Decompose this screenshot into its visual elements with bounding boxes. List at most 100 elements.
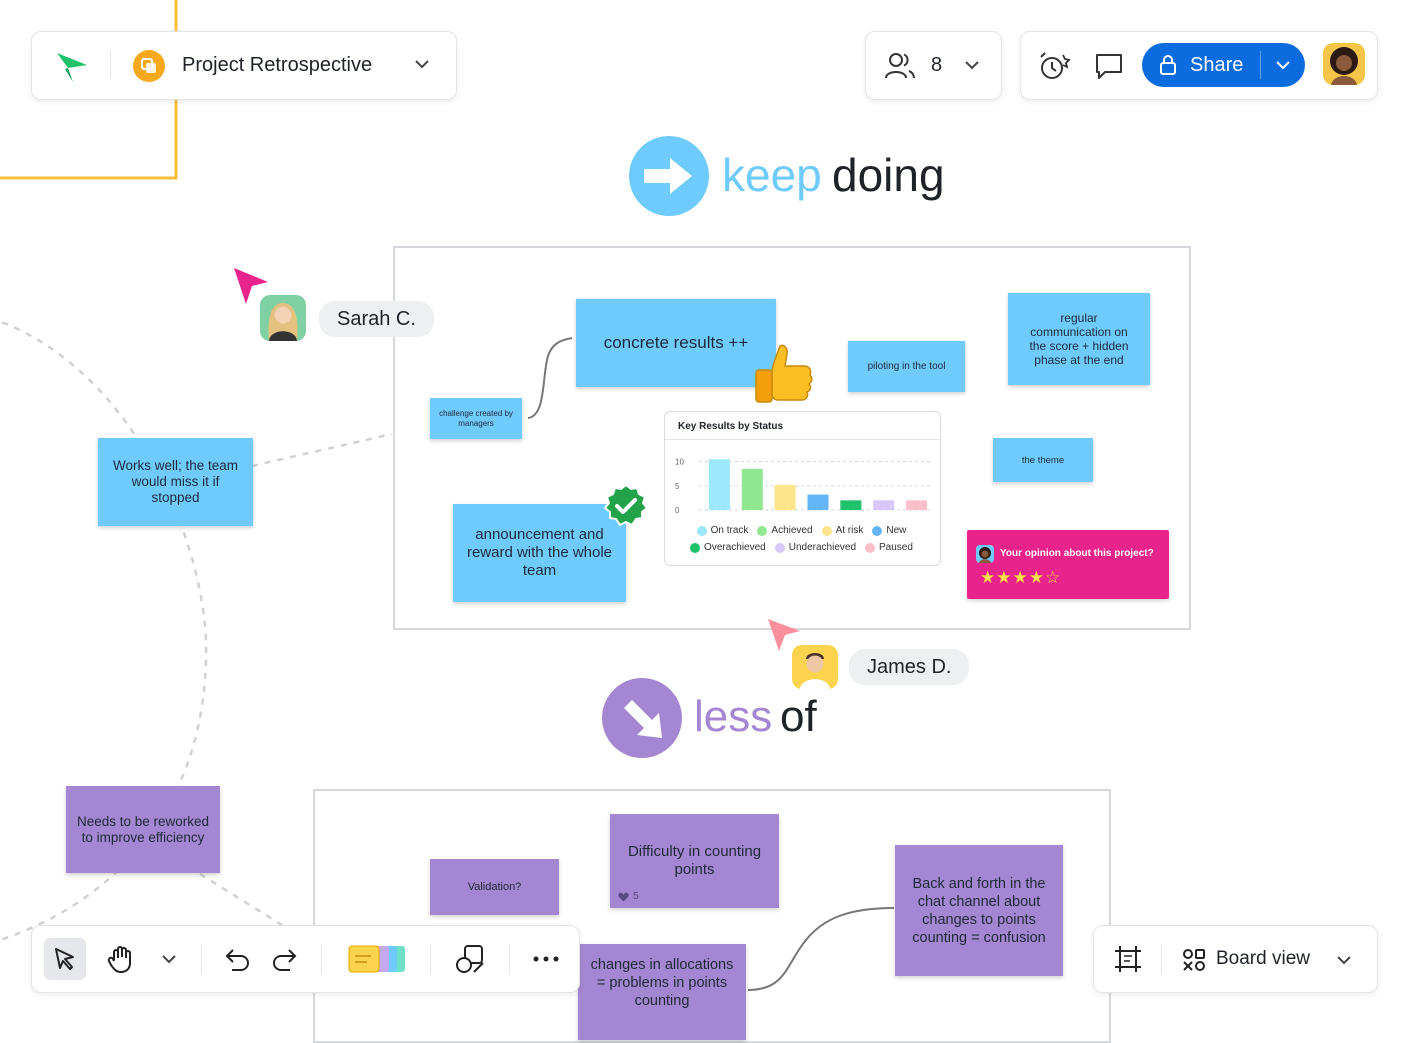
chart-bar[interactable] — [906, 500, 928, 510]
chart-legend-item: Paused — [865, 540, 913, 556]
more-tools-button[interactable] — [528, 942, 564, 976]
sticky-theme[interactable]: the theme — [993, 438, 1093, 482]
project-dropdown-chevron-icon[interactable] — [412, 54, 432, 79]
board-view-chevron-icon — [1337, 956, 1351, 965]
chevron-down-icon — [162, 955, 176, 964]
timer-icon[interactable] — [1037, 49, 1071, 88]
sticky-concrete-results[interactable]: concrete results ++ — [576, 299, 776, 387]
sticky-text: Works well; the team would miss it if st… — [112, 458, 239, 505]
users-icon — [884, 50, 916, 87]
star-filled-icon[interactable]: ★ — [996, 568, 1013, 587]
sticky-difficulty[interactable]: Difficulty in counting points 5 — [610, 814, 779, 908]
star-empty-icon[interactable]: ☆ — [1045, 568, 1062, 587]
frame-button[interactable] — [1108, 940, 1148, 978]
chart-bar[interactable] — [741, 468, 763, 510]
undo-icon — [225, 949, 249, 971]
sticky-needs-rework[interactable]: Needs to be reworked to improve efficien… — [66, 786, 220, 873]
legend-label: New — [886, 525, 907, 536]
sticky-text: changes in allocations = problems in poi… — [590, 957, 734, 1009]
legend-label: Underachieved — [788, 542, 857, 553]
sticky-challenge[interactable]: challenge created by managers — [430, 398, 522, 439]
arrow-right-icon — [628, 136, 710, 223]
keep-word: keep — [722, 149, 822, 201]
sticky-works-well[interactable]: Works well; the team would miss it if st… — [98, 438, 253, 526]
legend-swatch — [872, 526, 883, 536]
sticky-piloting[interactable]: piloting in the tool — [848, 341, 965, 392]
tools-toolbar — [31, 925, 580, 993]
undo-button[interactable] — [220, 942, 256, 976]
legend-label: On track — [710, 525, 749, 536]
lock-icon — [1158, 54, 1178, 81]
sticky-regular-communication[interactable]: regular communication on the score + hid… — [1008, 293, 1150, 385]
sarah-name-tag: Sarah C. — [319, 301, 434, 337]
doing-word: doing — [832, 149, 945, 201]
share-chevron-icon[interactable] — [1273, 55, 1293, 80]
board-view-toolbar: Board view — [1093, 925, 1378, 993]
share-toolbar: Share — [1020, 31, 1378, 100]
chart-bar[interactable] — [708, 459, 730, 510]
legend-swatch — [821, 526, 832, 536]
survey-card[interactable]: Your opinion about this project? ★★★★☆ — [967, 530, 1169, 599]
shapes-button[interactable] — [450, 940, 490, 978]
likes-badge[interactable]: 5 — [618, 888, 639, 906]
sticky-notes-button[interactable] — [342, 942, 412, 976]
sarah-cursor-icon — [232, 266, 270, 311]
tools-chevron-button[interactable] — [154, 944, 184, 974]
board-view-icon — [1183, 949, 1205, 971]
board-view-selector[interactable]: Board view — [1180, 940, 1360, 978]
sticky-text: announcement and reward with the whole t… — [466, 526, 613, 579]
chart-y-tick-label: 0 — [675, 506, 680, 515]
star-filled-icon[interactable]: ★ — [980, 568, 997, 587]
pointer-icon — [55, 948, 74, 970]
survey-star-rating[interactable]: ★★★★☆ — [980, 568, 1061, 588]
chart-bar[interactable] — [873, 500, 895, 510]
likes-count: 5 — [633, 891, 639, 902]
verified-check-icon — [603, 483, 649, 534]
collaborators-chevron-icon[interactable] — [962, 55, 982, 80]
chart-bar[interactable] — [807, 494, 829, 510]
legend-swatch — [774, 543, 785, 553]
heart-icon — [618, 892, 629, 902]
sticky-text: the theme — [1021, 454, 1065, 466]
sticky-notes-icon — [348, 945, 405, 973]
redo-button[interactable] — [266, 942, 302, 976]
current-user-avatar[interactable] — [1323, 43, 1365, 85]
app-logo-icon[interactable] — [54, 48, 90, 89]
sticky-announcement[interactable]: announcement and reward with the whole t… — [453, 504, 626, 602]
shapes-icon — [456, 945, 484, 973]
sticky-text: regular communication on the score + hid… — [1029, 311, 1129, 367]
chart-title: Key Results by Status — [678, 421, 784, 432]
star-filled-icon[interactable]: ★ — [1028, 568, 1045, 587]
connector-line-2 — [747, 907, 895, 991]
more-icon — [533, 956, 559, 962]
sticky-text: Back and forth in the chat channel about… — [912, 875, 1046, 946]
sticky-text: Validation? — [467, 881, 522, 893]
project-toolbar: Project Retrospective — [31, 31, 457, 100]
chart-bar[interactable] — [774, 484, 796, 510]
sticky-back-and-forth[interactable]: Back and forth in the chat channel about… — [895, 845, 1063, 976]
chart-legend-item: At risk — [821, 523, 863, 539]
chart-bar[interactable] — [840, 500, 862, 510]
comment-icon[interactable] — [1093, 50, 1125, 87]
survey-question: Your opinion about this project? — [1000, 548, 1154, 559]
chart-legend-item: Overachieved — [690, 540, 766, 556]
hand-tool-button[interactable] — [100, 938, 142, 980]
thumbs-up-icon — [752, 342, 814, 413]
legend-label: Overachieved — [704, 542, 766, 553]
chart-y-tick-label: 5 — [675, 482, 680, 491]
sticky-changes-allocations[interactable]: changes in allocations = problems in poi… — [578, 944, 746, 1040]
sticky-text: concrete results ++ — [603, 333, 749, 352]
sticky-validation[interactable]: Validation? — [430, 859, 559, 915]
star-filled-icon[interactable]: ★ — [1012, 568, 1029, 587]
board-view-label: Board view — [1216, 948, 1310, 969]
sarah-name: Sarah C. — [337, 307, 416, 330]
select-tool-button[interactable] — [44, 938, 86, 980]
project-title[interactable]: Project Retrospective — [182, 54, 373, 76]
legend-label: Achieved — [771, 525, 813, 536]
arrow-down-right-icon — [602, 678, 684, 765]
share-button[interactable]: Share — [1142, 43, 1305, 87]
collaborators-toolbar[interactable]: 8 — [865, 31, 1002, 100]
